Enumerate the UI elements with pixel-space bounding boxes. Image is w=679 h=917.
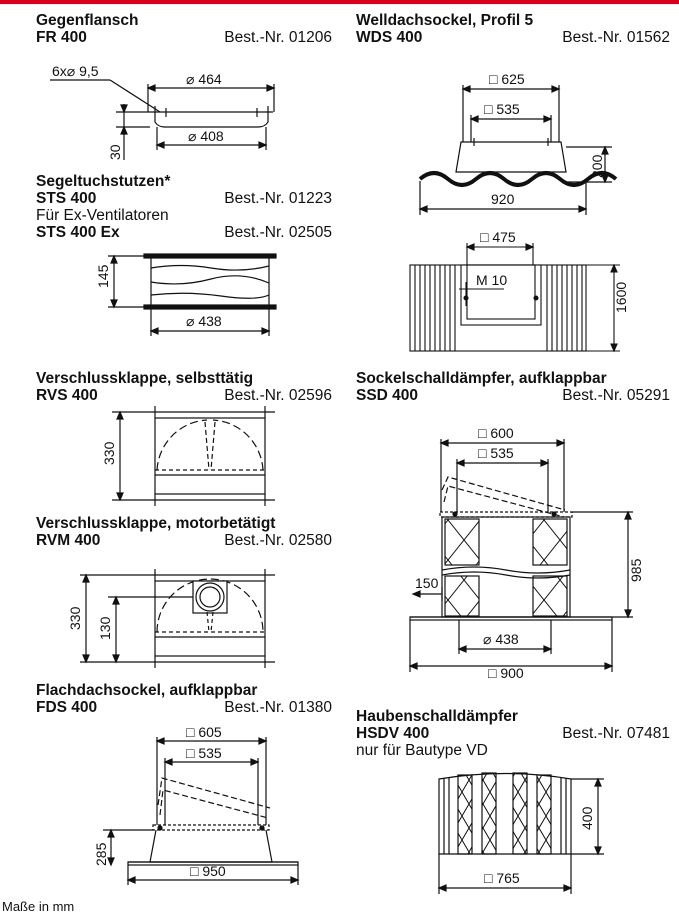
product-sts: Segeltuchstutzen* STS 400 Best.-Nr. 01223… xyxy=(36,173,332,241)
dim-height: 145 xyxy=(95,264,111,288)
product-ssd: Sockelschalldämpfer, aufklappbar SSD 400… xyxy=(356,370,670,404)
product-code: STS 400 xyxy=(36,190,97,207)
order-number: Best.-Nr. 01562 xyxy=(562,29,670,46)
dim-holes: 6x⌀ 9,5 xyxy=(52,63,99,79)
dim-length: 1600 xyxy=(613,282,629,313)
product-code: FDS 400 xyxy=(36,699,98,716)
product-hsdv: Haubenschalldämpfer HSDV 400 Best.-Nr. 07… xyxy=(356,708,670,759)
dim-dia-outer: ⌀ 464 xyxy=(186,71,222,87)
product-rvs: Verschlussklappe, selbsttätig RVS 400 Bes… xyxy=(36,370,332,404)
dim-base: □ 900 xyxy=(488,665,524,681)
dim-outer: □ 625 xyxy=(489,71,525,87)
dim-height: 200 xyxy=(589,154,605,178)
dim-inner: □ 535 xyxy=(484,101,520,117)
footer-note: Maße in mm xyxy=(2,899,75,914)
product-code: WDS 400 xyxy=(356,29,423,46)
product-note: nur für Bautype VD xyxy=(356,742,488,759)
product-code: FR 400 xyxy=(36,29,87,46)
product-title: Flachdachsockel, aufklappbar xyxy=(36,682,258,699)
product-title: Verschlussklappe, motorbetätigt xyxy=(36,515,276,532)
dim-height: 985 xyxy=(628,558,644,582)
dim-base: □ 950 xyxy=(190,863,226,879)
product-title: Segeltuchstutzen* xyxy=(36,173,171,190)
order-number-ex: Best.-Nr. 02505 xyxy=(224,224,332,241)
product-fr: Gegenflansch FR 400 Best.-Nr. 01206 xyxy=(36,12,332,46)
product-wds: Welldachsockel, Profil 5 WDS 400 Best.-Nr… xyxy=(356,12,670,46)
product-code: HSDV 400 xyxy=(356,725,430,742)
dim-dia-inner: ⌀ 408 xyxy=(188,128,224,144)
order-number: Best.-Nr. 02580 xyxy=(224,532,332,549)
product-code-ex: STS 400 Ex xyxy=(36,224,120,241)
product-title: Sockelschalldämpfer, aufklappbar xyxy=(356,370,607,387)
dim-inner: □ 535 xyxy=(186,745,222,761)
dim-dia: ⌀ 438 xyxy=(186,313,222,329)
product-title: Gegenflansch xyxy=(36,12,139,29)
dim-base: □ 765 xyxy=(484,870,520,886)
product-title: Welldachsockel, Profil 5 xyxy=(356,12,534,29)
dim-outer: □ 600 xyxy=(478,425,514,441)
dim-inner: □ 535 xyxy=(478,445,514,461)
order-number: Best.-Nr. 02596 xyxy=(224,387,332,404)
product-code: RVS 400 xyxy=(36,387,98,404)
order-number: Best.-Nr. 01223 xyxy=(224,190,332,207)
order-number: Best.-Nr. 05291 xyxy=(562,387,670,404)
dim-height: 330 xyxy=(101,441,117,465)
product-code: SSD 400 xyxy=(356,387,419,404)
product-title: Haubenschalldämpfer xyxy=(356,708,518,725)
order-number: Best.-Nr. 07481 xyxy=(562,725,670,742)
product-note: Für Ex-Ventilatoren xyxy=(36,207,169,224)
accent-bar xyxy=(0,0,679,4)
dim-motor: 130 xyxy=(97,616,113,640)
dim-height: 285 xyxy=(93,842,109,866)
dim-width: 920 xyxy=(491,191,515,207)
product-title: Verschlussklappe, selbsttätig xyxy=(36,370,254,387)
dim-height: 400 xyxy=(579,806,595,830)
dim-height: 330 xyxy=(67,606,83,630)
order-number: Best.-Nr. 01380 xyxy=(224,699,332,716)
product-code: RVM 400 xyxy=(36,532,101,549)
dim-bolt: M 10 xyxy=(476,272,507,288)
dim-side: 150 xyxy=(415,575,439,591)
dim-dia: ⌀ 438 xyxy=(483,631,519,647)
product-rvm: Verschlussklappe, motorbetätigt RVM 400 B… xyxy=(36,515,332,549)
order-number: Best.-Nr. 01206 xyxy=(224,29,332,46)
dim-opening: □ 475 xyxy=(480,229,516,245)
dim-top: □ 605 xyxy=(186,724,222,740)
dim-height: 30 xyxy=(107,144,123,160)
product-fds: Flachdachsockel, aufklappbar FDS 400 Best… xyxy=(36,682,332,716)
